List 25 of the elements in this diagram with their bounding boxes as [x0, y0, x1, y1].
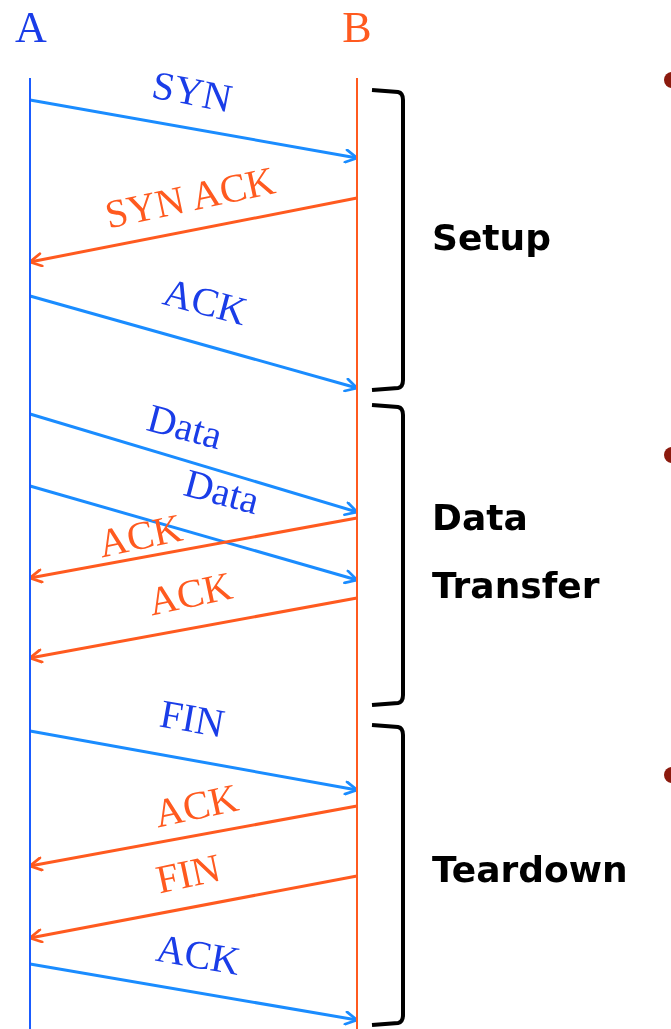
phase-label: Setup — [432, 216, 552, 260]
arrow — [29, 729, 359, 796]
arrow — [29, 962, 359, 1026]
arrow — [29, 294, 359, 393]
arrow — [28, 196, 358, 268]
arrow — [29, 484, 359, 585]
phase-label: Data Transfer — [432, 496, 601, 608]
edge-label: SYN ACK — [101, 160, 279, 236]
arrow — [28, 804, 358, 872]
arrow — [28, 596, 358, 664]
participant-label: B — [342, 6, 372, 50]
arrow — [29, 412, 359, 517]
participant-label: A — [15, 6, 45, 50]
edge-label: ACK — [159, 271, 251, 333]
phase-label: Teardown — [432, 848, 629, 892]
arrow — [28, 516, 358, 584]
arrow — [29, 98, 359, 164]
edge-label: ACK — [152, 927, 244, 983]
edge-label: FIN — [152, 847, 224, 901]
edge-label: ACK — [150, 777, 242, 835]
edge-label: Data — [143, 397, 227, 457]
edge-label: FIN — [156, 693, 228, 745]
arrow — [28, 874, 358, 944]
edge-label: ACK — [144, 565, 236, 623]
edge-label: SYN — [148, 64, 236, 120]
